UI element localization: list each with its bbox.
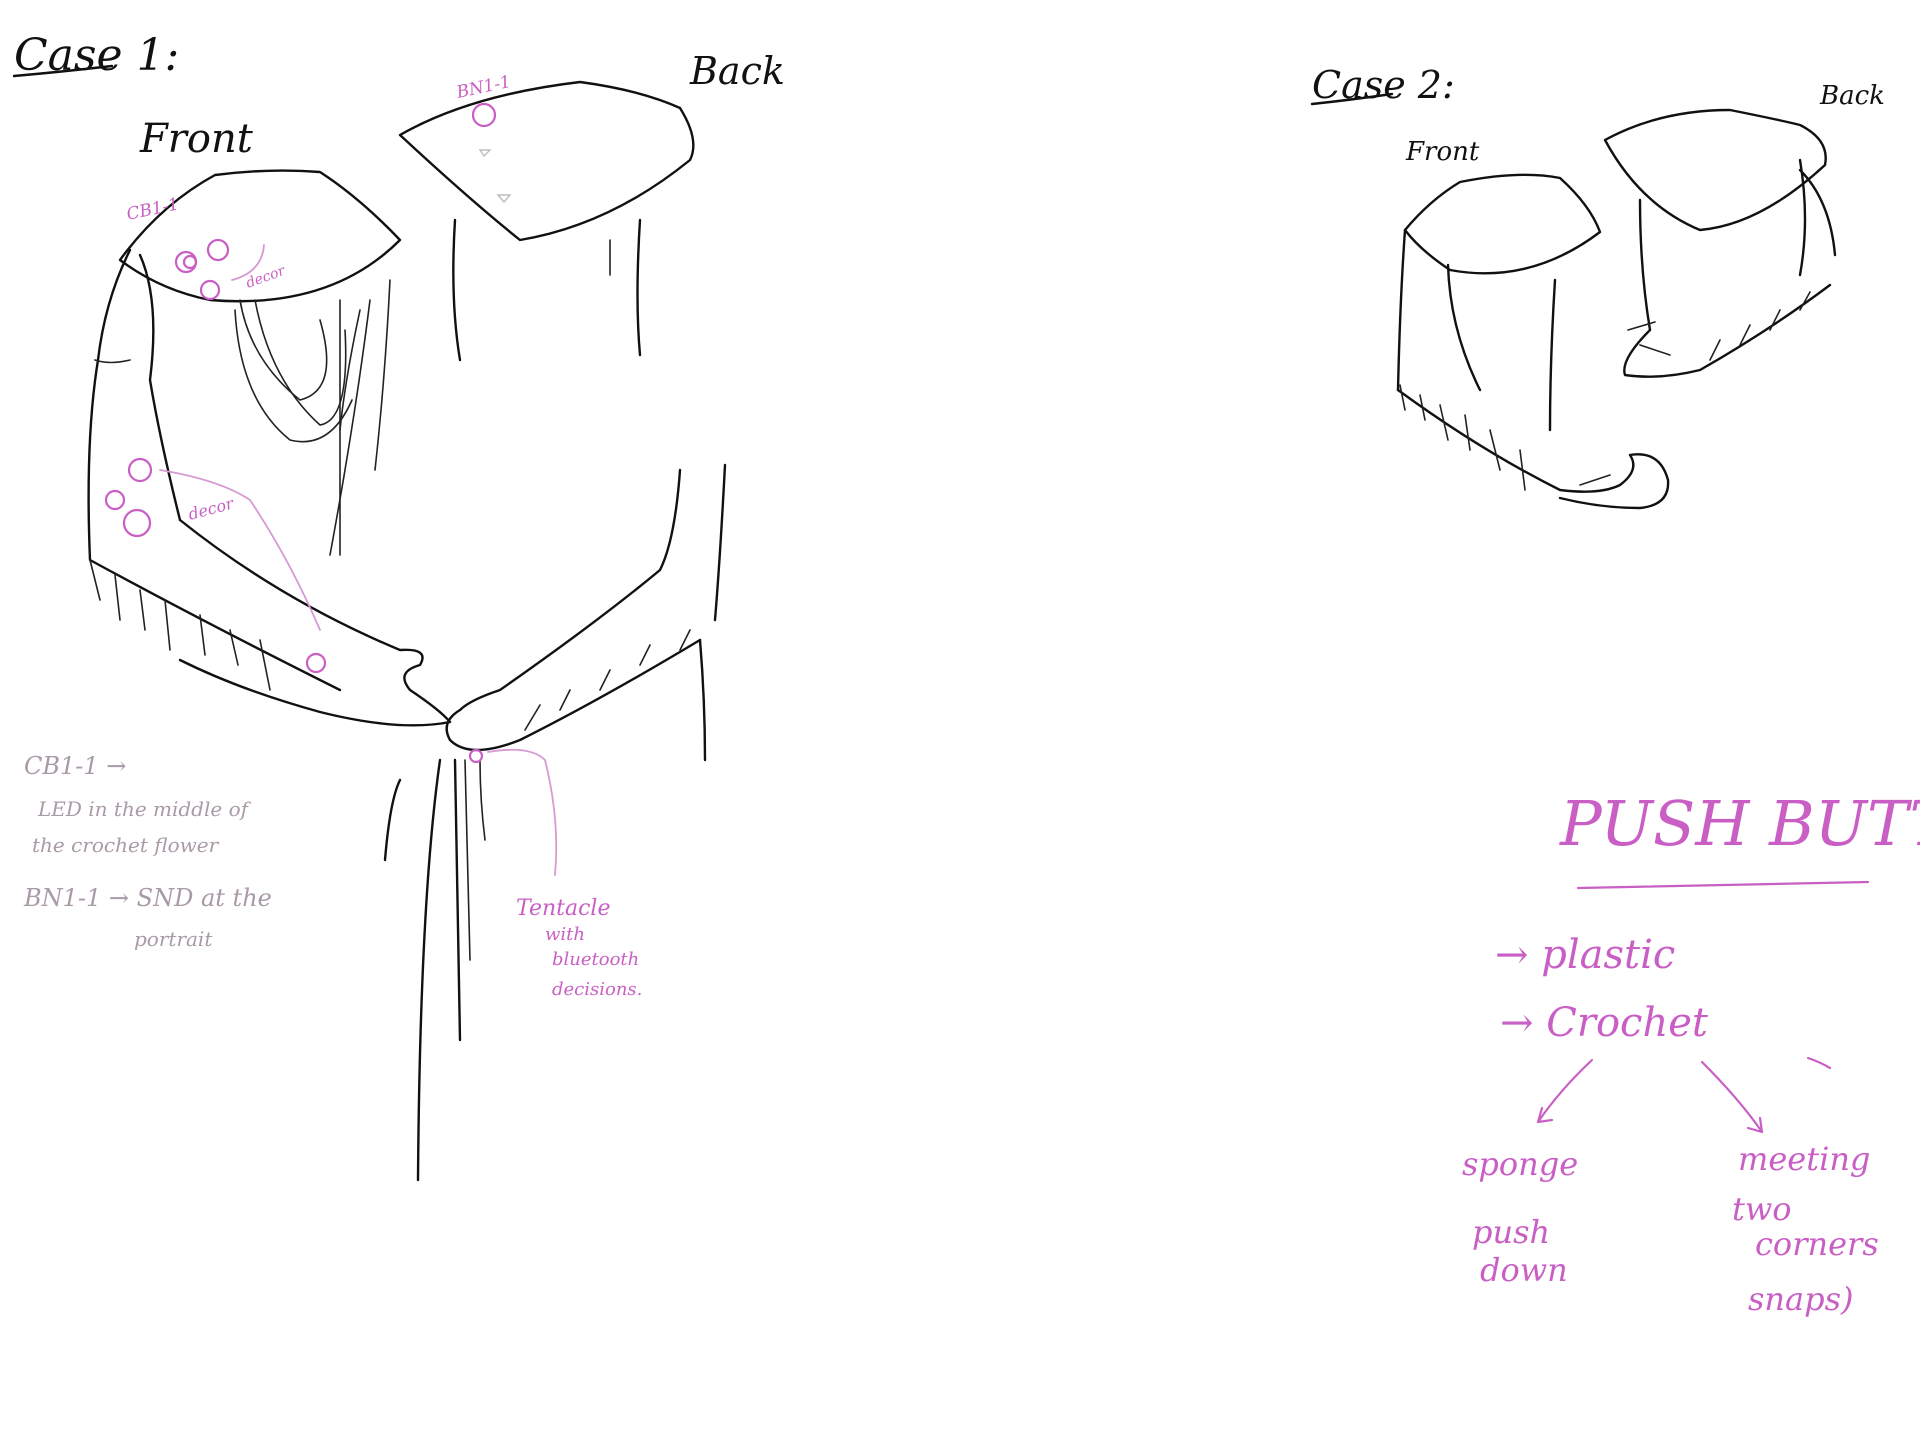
legend-cb-desc-2: the crochet flower xyxy=(32,833,220,857)
case-2-back-garment xyxy=(1605,110,1835,377)
case-2-back-label: Back xyxy=(1819,81,1885,111)
push-buttons-notes: PUSH BUTTONS → plastic → Crochet sponge … xyxy=(1462,787,1920,1318)
arrow-left-icon xyxy=(1538,1060,1592,1122)
push-buttons-underline xyxy=(1578,882,1868,888)
legend-cb-desc-1: LED in the middle of xyxy=(37,797,252,821)
sub-right-line-1: meeting xyxy=(1738,1140,1870,1178)
push-buttons-title: PUSH BUTTONS xyxy=(1559,787,1920,860)
led-flower-icon xyxy=(176,252,196,272)
tentacle-note-line-4: decisions. xyxy=(552,979,642,1000)
portrait-sensor-icon xyxy=(473,104,495,126)
tentacle-note-line-3: bluetooth xyxy=(552,949,639,970)
legend-bn-line: BN1-1 → SND at the xyxy=(23,884,272,912)
case-1-front-label: Front xyxy=(139,116,254,162)
tentacle-note-line-1: Tentacle xyxy=(516,896,611,921)
sub-right-line-3: corners xyxy=(1755,1225,1879,1263)
decor-label-1: decor xyxy=(244,263,288,292)
legend-bn-desc: portrait xyxy=(134,927,213,951)
legend-cb-line: CB1-1 → xyxy=(24,752,126,780)
case-1-front-garment xyxy=(89,171,450,726)
option-plastic: → plastic xyxy=(1495,932,1675,978)
option-crochet: → Crochet xyxy=(1500,1000,1709,1046)
arrow-right-icon xyxy=(1702,1062,1762,1132)
case-1-back-label: Back xyxy=(689,49,785,93)
case-2-front-label: Front xyxy=(1405,137,1480,167)
sub-left-line-3: down xyxy=(1480,1251,1568,1289)
case-1-sketch: Case 1: Front Back xyxy=(14,30,785,1180)
sub-left-line-2: push xyxy=(1472,1213,1550,1251)
tentacle-note-line-2: with xyxy=(545,924,585,945)
sub-right-line-2: two xyxy=(1732,1190,1792,1228)
case-1-legend: CB1-1 → LED in the middle of the crochet… xyxy=(23,752,272,951)
case-2-title: Case 2: xyxy=(1312,63,1455,107)
case-2-sketch: Case 2: Front Back xyxy=(1312,63,1885,508)
bn-tag: BN1-1 xyxy=(454,72,513,103)
sub-right-line-4: snaps) xyxy=(1748,1280,1854,1318)
decor-label-2: decor xyxy=(186,493,237,524)
sub-left-line-1: sponge xyxy=(1462,1145,1578,1183)
case-1-annotations: CB1-1 BN1-1 decor decor Tentacle with bl… xyxy=(106,72,642,1000)
case-2-front-garment xyxy=(1398,175,1668,508)
case-1-back-garment xyxy=(340,82,725,1180)
